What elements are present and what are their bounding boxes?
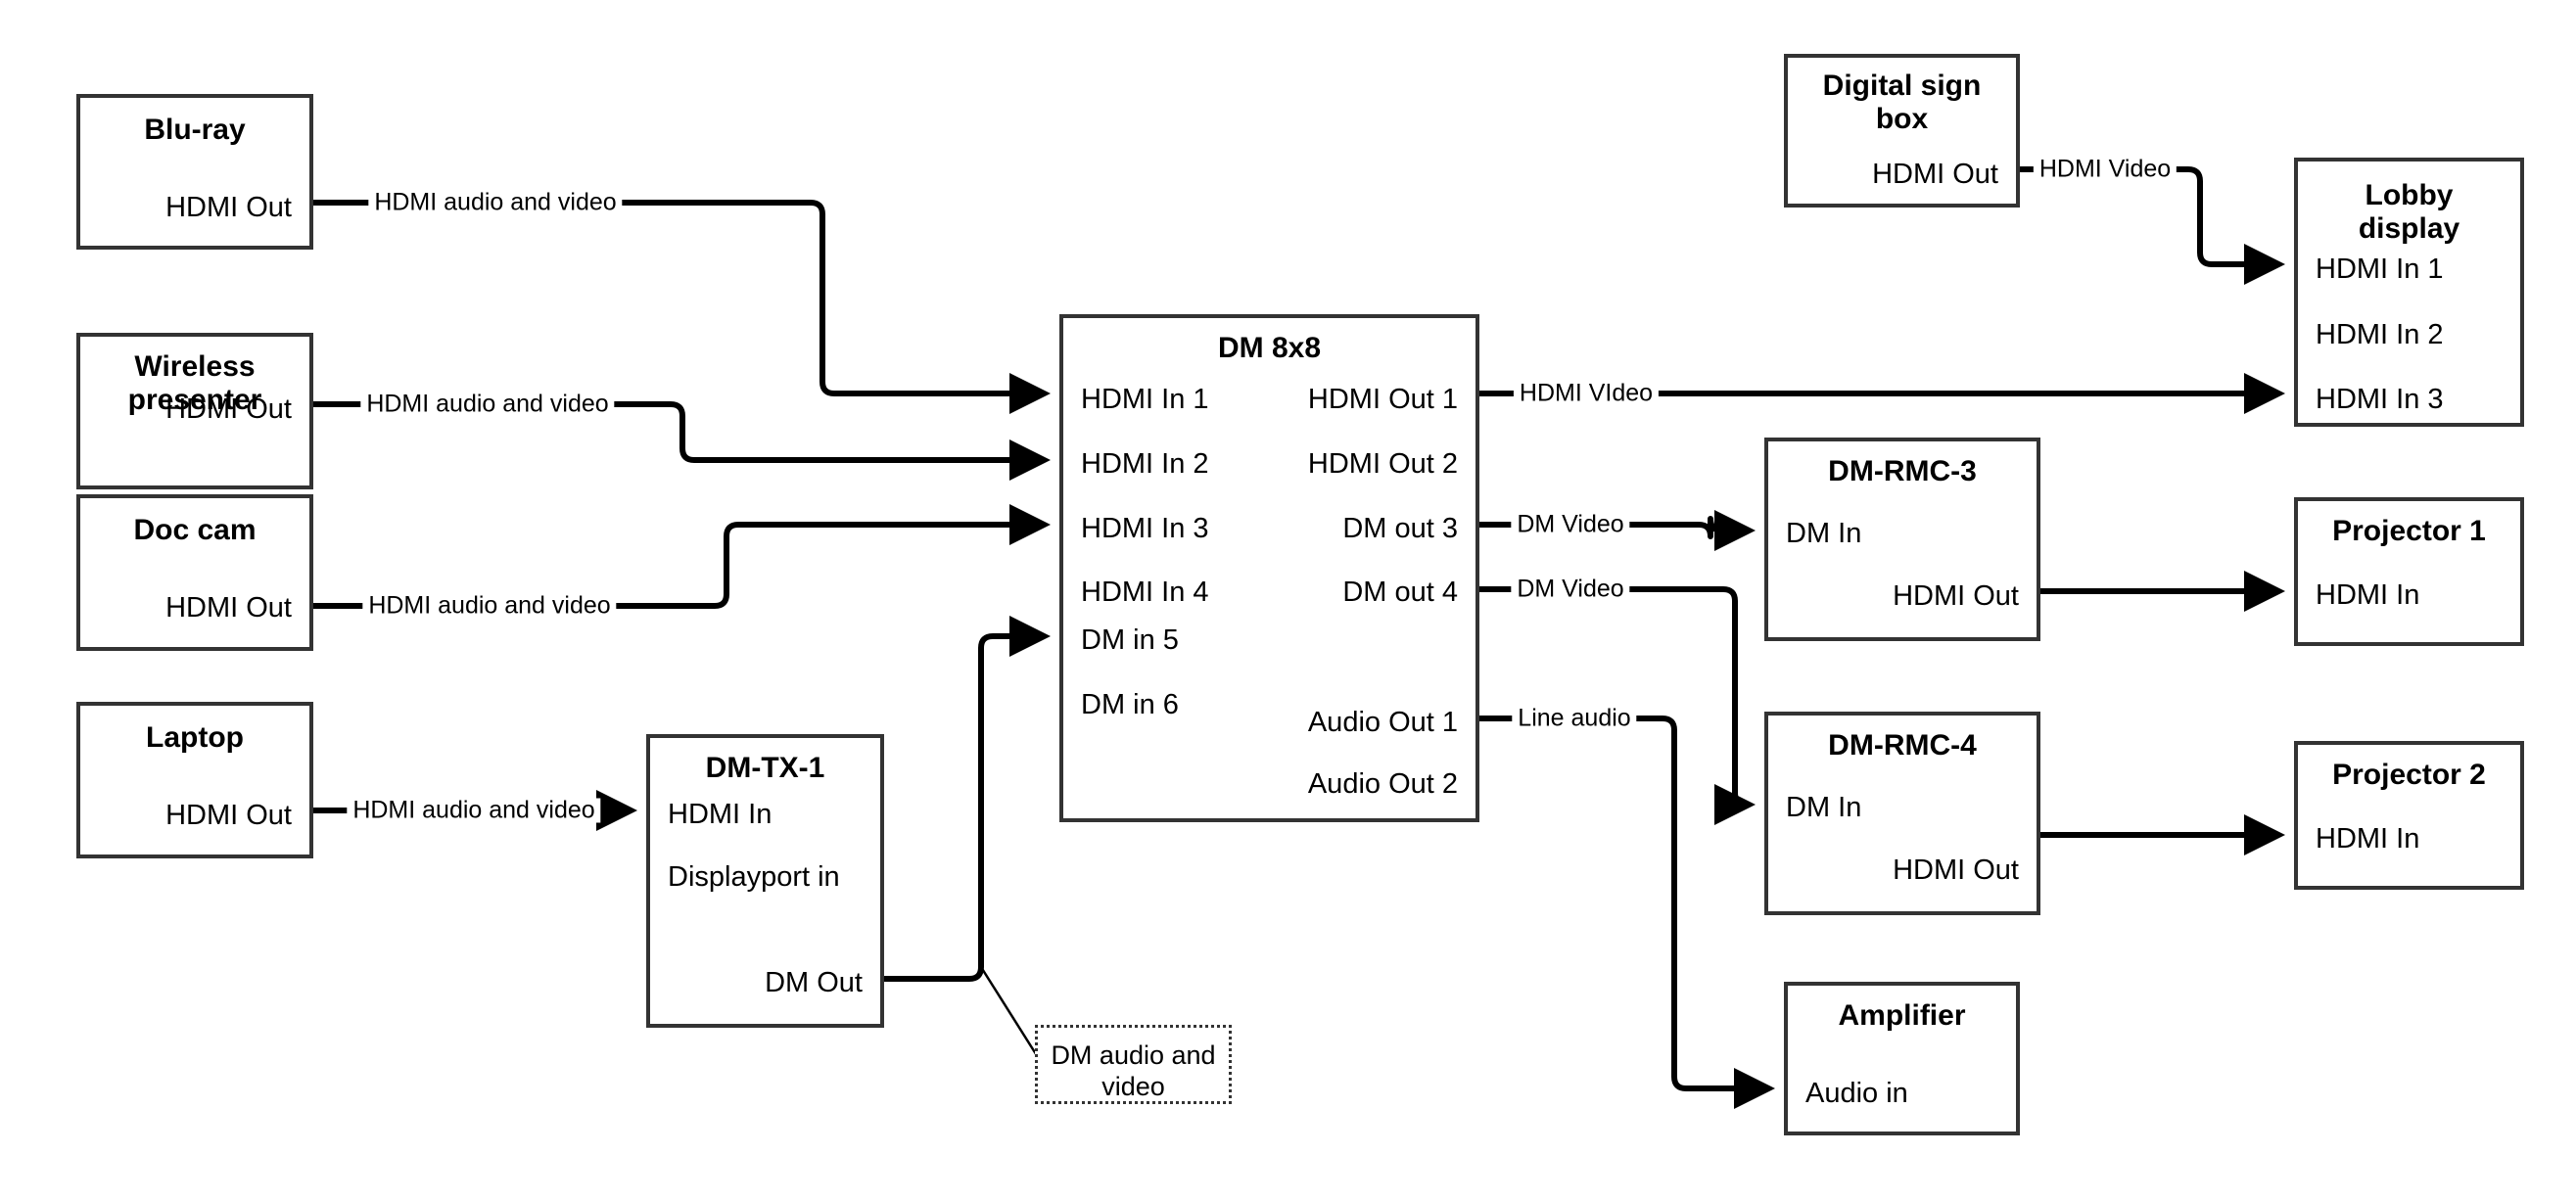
wire-dm8x8-out4-to-rmc4 <box>1479 586 1756 825</box>
node-doc-cam-title: Doc cam <box>133 514 257 546</box>
port-dmtx1-dm-out: DM Out <box>765 967 863 998</box>
port-lobby-hdmi-in-1: HDMI In 1 <box>2316 254 2444 285</box>
port-lobby-hdmi-in-3: HDMI In 3 <box>2316 384 2444 415</box>
port-wireless-hdmi-out: HDMI Out <box>165 393 292 425</box>
callout-dm-audio-and-video-text: DM audio and video <box>1051 1040 1216 1102</box>
port-dm8x8-dm-out-4: DM out 4 <box>1342 577 1458 608</box>
port-lobby-hdmi-in-2: HDMI In 2 <box>2316 319 2444 350</box>
port-dm8x8-hdmi-in-3: HDMI In 3 <box>1081 513 1209 544</box>
port-dm8x8-audio-out-1: Audio Out 1 <box>1307 707 1458 738</box>
node-bluray-title: Blu-ray <box>144 114 246 146</box>
wire-bluray-to-dm8x8-in1 <box>313 200 1051 414</box>
node-dm-rmc-3[interactable]: DM-RMC-3 DM In HDMI Out <box>1764 438 2040 641</box>
wire-label-dm-audioout1-to-amp: Line audio <box>1512 706 1637 731</box>
node-projector-1-title: Projector 1 <box>2332 515 2486 547</box>
port-dm8x8-audio-out-2: Audio Out 2 <box>1307 768 1458 800</box>
node-dm-8x8[interactable]: DM 8x8 HDMI In 1 HDMI In 2 HDMI In 3 HDM… <box>1059 314 1479 822</box>
node-lobby-display[interactable]: Lobby display HDMI In 1 HDMI In 2 HDMI I… <box>2294 158 2524 427</box>
wire-label-bluray-to-dm: HDMI audio and video <box>368 190 623 215</box>
callout-leader-line <box>979 966 1040 1058</box>
node-wireless-presenter[interactable]: Wireless presenter HDMI Out <box>76 333 313 489</box>
node-digital-sign-box[interactable]: Digital sign box HDMI Out <box>1784 54 2020 208</box>
port-dm8x8-dm-in-6: DM in 6 <box>1081 689 1179 720</box>
port-dmrmc4-dm-in: DM In <box>1786 792 1862 823</box>
port-dmtx1-displayport-in: Displayport in <box>668 861 840 893</box>
wire-dmtx1-to-dm8x8-in5 <box>884 616 1051 982</box>
node-amplifier[interactable]: Amplifier Audio in <box>1784 982 2020 1135</box>
port-dm8x8-hdmi-in-4: HDMI In 4 <box>1081 577 1209 608</box>
port-dmrmc3-hdmi-out: HDMI Out <box>1893 580 2019 612</box>
node-amplifier-title: Amplifier <box>1838 999 1966 1032</box>
port-amplifier-audio-in: Audio in <box>1805 1078 1908 1109</box>
port-dmrmc4-hdmi-out: HDMI Out <box>1893 855 2019 886</box>
wire-label-doccam-to-dm: HDMI audio and video <box>362 593 617 619</box>
port-dmtx1-hdmi-in: HDMI In <box>668 799 773 830</box>
wire-label-laptop-to-dmtx1: HDMI audio and video <box>347 798 601 823</box>
node-laptop[interactable]: Laptop HDMI Out <box>76 702 313 858</box>
port-projector1-hdmi-in: HDMI In <box>2316 579 2420 611</box>
wire-dm8x8-audioout1-to-amplifier <box>1479 716 1775 1109</box>
node-projector-1[interactable]: Projector 1 HDMI In <box>2294 497 2524 646</box>
port-bluray-hdmi-out: HDMI Out <box>165 192 292 223</box>
port-doccam-hdmi-out: HDMI Out <box>165 592 292 624</box>
node-dm-tx-1[interactable]: DM-TX-1 HDMI In Displayport in DM Out <box>646 734 884 1028</box>
port-dm8x8-dm-in-5: DM in 5 <box>1081 624 1179 656</box>
port-dm8x8-dm-out-3: DM out 3 <box>1342 513 1458 544</box>
port-dm8x8-hdmi-in-1: HDMI In 1 <box>1081 384 1209 415</box>
port-dm8x8-hdmi-in-2: HDMI In 2 <box>1081 448 1209 480</box>
port-dmrmc3-dm-in: DM In <box>1786 518 1862 549</box>
node-doc-cam[interactable]: Doc cam HDMI Out <box>76 494 313 651</box>
wire-label-dm-out4-to-rmc4: DM Video <box>1511 577 1630 602</box>
wire-label-dm-out1-to-lobby: HDMI VIdeo <box>1513 381 1660 406</box>
wire-label-dm-out3-to-rmc3: DM Video <box>1511 512 1630 537</box>
node-dm-rmc-3-title: DM-RMC-3 <box>1828 455 1977 487</box>
node-dm-rmc-4[interactable]: DM-RMC-4 DM In HDMI Out <box>1764 712 2040 915</box>
port-dm8x8-hdmi-out-1: HDMI Out 1 <box>1307 384 1458 415</box>
callout-dm-audio-and-video: DM audio and video <box>1035 1025 1232 1104</box>
node-projector-2-title: Projector 2 <box>2332 759 2486 791</box>
node-dm-8x8-title: DM 8x8 <box>1217 332 1322 364</box>
node-laptop-title: Laptop <box>146 721 244 754</box>
node-bluray[interactable]: Blu-ray HDMI Out <box>76 94 313 250</box>
node-dm-tx-1-title: DM-TX-1 <box>705 752 825 784</box>
wire-digitalsign-to-lobby-in1 <box>2020 166 2285 285</box>
node-wireless-presenter-title: Wireless presenter <box>127 350 262 417</box>
port-laptop-hdmi-out: HDMI Out <box>165 800 292 831</box>
node-projector-2[interactable]: Projector 2 HDMI In <box>2294 741 2524 890</box>
wire-label-digitalsign-to-lobby: HDMI Video <box>2033 157 2178 182</box>
wire-label-wireless-to-dm: HDMI audio and video <box>360 392 615 417</box>
node-digital-sign-box-title: Digital sign box <box>1822 69 1982 136</box>
port-projector2-hdmi-in: HDMI In <box>2316 823 2420 855</box>
node-lobby-display-title: Lobby display <box>2358 179 2460 246</box>
port-digitalsign-hdmi-out: HDMI Out <box>1872 159 1998 190</box>
port-dm8x8-hdmi-out-2: HDMI Out 2 <box>1307 448 1458 480</box>
node-dm-rmc-4-title: DM-RMC-4 <box>1828 729 1977 762</box>
